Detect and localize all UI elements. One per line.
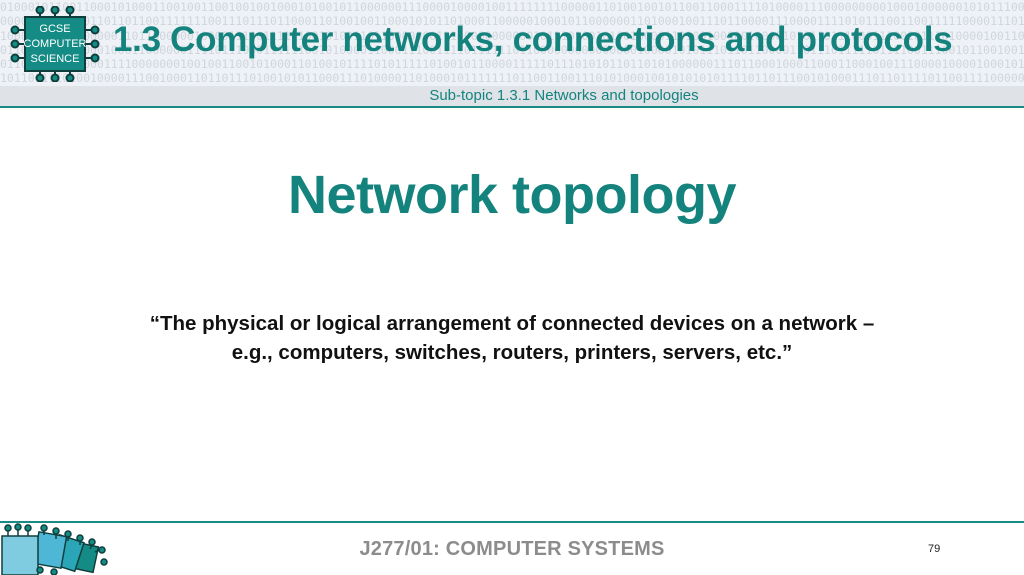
course-code: J277/01: COMPUTER SYSTEMS bbox=[359, 538, 665, 560]
subtopic-title: Sub-topic 1.3.1 Networks and topologies bbox=[429, 87, 699, 104]
gcse-logo: GCSE COMPUTER SCIENCE bbox=[10, 6, 100, 82]
logo-line-1: GCSE bbox=[39, 22, 71, 35]
quote-line-2: e.g., computers, switches, routers, prin… bbox=[231, 341, 793, 364]
quote-line-1: “The physical or logical arrangement of … bbox=[149, 312, 875, 335]
definition-quote: “The physical or logical arrangement of … bbox=[60, 309, 964, 367]
footer-divider bbox=[0, 521, 1024, 523]
slide-header: 0100010110011000101000110010011001001001… bbox=[0, 0, 1024, 108]
subtitle-bar bbox=[0, 86, 1024, 106]
circuit-icon bbox=[10, 6, 100, 82]
binary-background-decoration: 0100010110011000101000110010011001001001… bbox=[0, 0, 1024, 86]
footer-circuit-icon bbox=[1, 523, 108, 575]
logo-line-2: COMPUTER bbox=[23, 37, 87, 50]
header-divider bbox=[0, 106, 1024, 108]
page-number: 79 bbox=[928, 543, 941, 555]
logo-text-box: GCSE COMPUTER SCIENCE bbox=[24, 16, 86, 72]
topic-title: 1.3 Computer networks, connections and p… bbox=[113, 20, 953, 59]
logo-line-3: SCIENCE bbox=[30, 52, 80, 65]
slide-title: Network topology bbox=[288, 165, 737, 225]
